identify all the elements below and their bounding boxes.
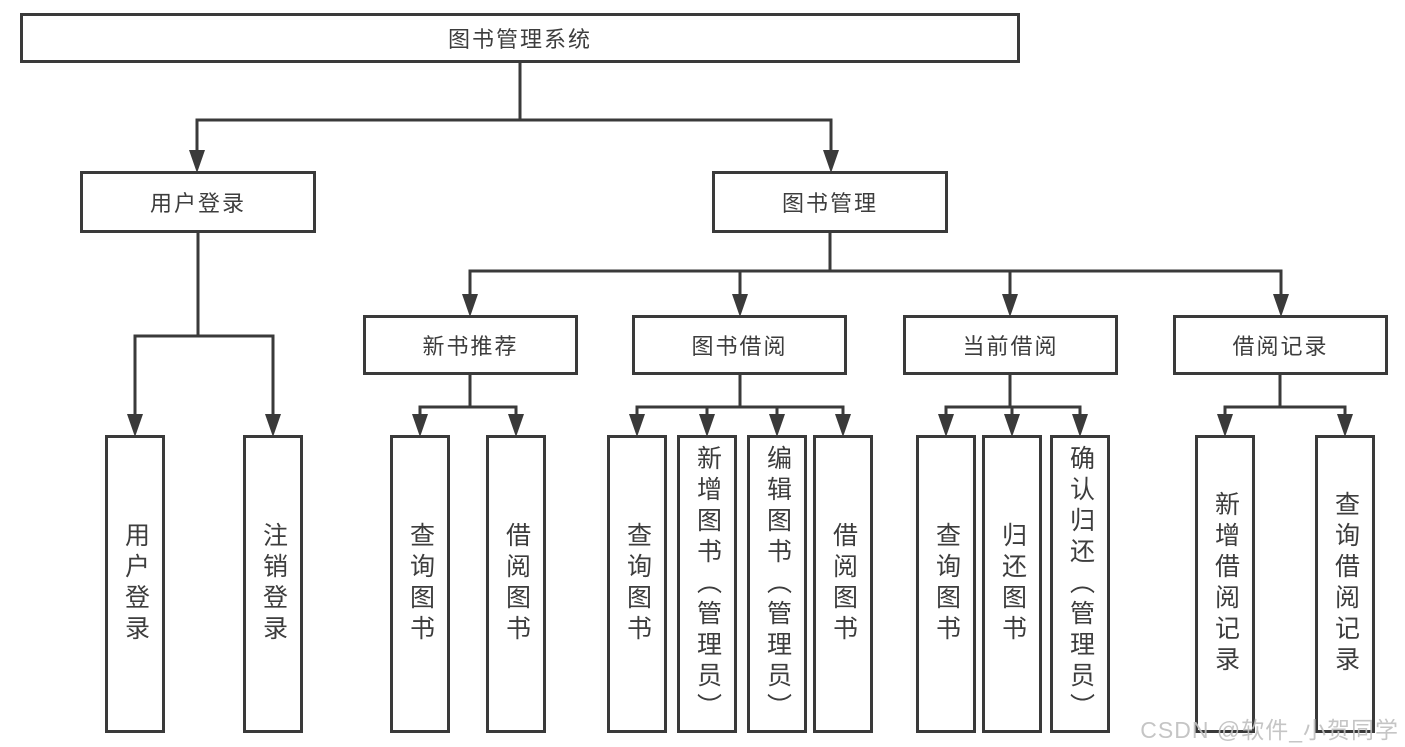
leaf-borrow-books-recommend-label: 借阅图书 bbox=[502, 522, 531, 646]
node-current-borrowing: 当前借阅 bbox=[903, 315, 1118, 375]
leaf-query-books-borrowing: 查询图书 bbox=[607, 435, 667, 733]
leaf-return-book: 归还图书 bbox=[982, 435, 1042, 733]
node-borrowing-records: 借阅记录 bbox=[1173, 315, 1388, 375]
node-book-borrowing-label: 图书借阅 bbox=[691, 334, 788, 359]
leaf-confirm-return-admin-label: 确认归还（管理员） bbox=[1066, 444, 1095, 724]
connector-current-borrow-to-leaves bbox=[938, 373, 1088, 437]
leaf-query-books-recommend: 查询图书 bbox=[390, 435, 450, 733]
node-borrowing-records-label: 借阅记录 bbox=[1232, 334, 1329, 359]
leaf-query-books-recommend-label: 查询图书 bbox=[406, 522, 435, 646]
node-library-system: 图书管理系统 bbox=[20, 13, 1020, 63]
node-new-book-recommend-label: 新书推荐 bbox=[422, 334, 519, 359]
connector-new-book-to-leaves bbox=[412, 373, 524, 437]
leaf-user-login: 用户登录 bbox=[105, 435, 165, 733]
connector-book-mgmt-to-level3 bbox=[462, 231, 1289, 317]
node-book-borrowing: 图书借阅 bbox=[632, 315, 847, 375]
node-current-borrowing-label: 当前借阅 bbox=[962, 334, 1059, 359]
leaf-borrow-books-recommend: 借阅图书 bbox=[486, 435, 546, 733]
watermark: CSDN @软件_小贺同学 bbox=[1140, 717, 1399, 743]
leaf-query-borrow-record: 查询借阅记录 bbox=[1315, 435, 1375, 733]
leaf-query-books-borrowing-label: 查询图书 bbox=[623, 522, 652, 646]
leaf-query-books-current: 查询图书 bbox=[916, 435, 976, 733]
leaf-edit-book-admin-label: 编辑图书（管理员） bbox=[763, 444, 792, 724]
leaf-query-books-current-label: 查询图书 bbox=[932, 522, 961, 646]
connector-borrow-records-to-leaves bbox=[1217, 373, 1353, 437]
leaf-borrow-books-borrowing-label: 借阅图书 bbox=[829, 522, 858, 646]
connector-book-borrow-to-leaves bbox=[629, 373, 851, 437]
connector-root-to-level2 bbox=[189, 62, 839, 173]
leaf-add-borrow-record-label: 新增借阅记录 bbox=[1211, 491, 1240, 677]
node-user-login: 用户登录 bbox=[80, 171, 316, 233]
node-new-book-recommend: 新书推荐 bbox=[363, 315, 578, 375]
leaf-add-book-admin-label: 新增图书（管理员） bbox=[693, 444, 722, 724]
leaf-query-borrow-record-label: 查询借阅记录 bbox=[1331, 491, 1360, 677]
leaf-return-book-label: 归还图书 bbox=[998, 522, 1027, 646]
leaf-edit-book-admin: 编辑图书（管理员） bbox=[747, 435, 807, 733]
leaf-logout: 注销登录 bbox=[243, 435, 303, 733]
leaf-add-book-admin: 新增图书（管理员） bbox=[677, 435, 737, 733]
leaf-user-login-label: 用户登录 bbox=[121, 522, 150, 646]
leaf-logout-label: 注销登录 bbox=[259, 522, 288, 646]
connector-user-login-to-leaves bbox=[127, 231, 281, 437]
leaf-borrow-books-borrowing: 借阅图书 bbox=[813, 435, 873, 733]
node-library-system-label: 图书管理系统 bbox=[447, 27, 592, 52]
leaf-confirm-return-admin: 确认归还（管理员） bbox=[1050, 435, 1110, 733]
leaf-add-borrow-record: 新增借阅记录 bbox=[1195, 435, 1255, 733]
node-book-management-label: 图书管理 bbox=[781, 191, 878, 216]
node-book-management: 图书管理 bbox=[712, 171, 948, 233]
node-user-login-label: 用户登录 bbox=[149, 191, 246, 216]
